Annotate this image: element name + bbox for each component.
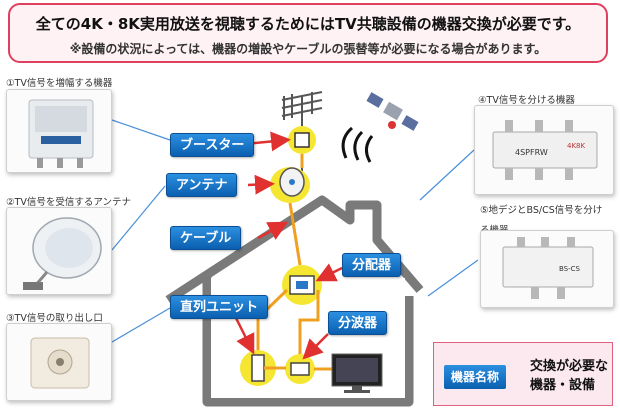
booster-photo [6,89,112,173]
legend-chip: 機器名称 [444,365,507,389]
caption-outlet: ③TV信号の取り出し口 [6,313,103,324]
antenna-highlight [270,167,310,203]
label-series-unit: 直列ユニット [170,295,269,319]
caption-booster: ①TV信号を増幅する機器 [6,78,113,89]
splitter-brand-text: 4K8K [567,142,585,150]
diplexer-highlight [285,354,315,384]
label-splitter: 分配器 [342,253,402,277]
diplexer-model-text: BS-CS [559,265,581,273]
caption-antenna: ②TV信号を受信するアンテナ [6,197,131,208]
label-diplexer: 分波器 [328,311,388,335]
outlet-photo [6,323,112,401]
splitter-model-text: 4SPFRW [515,148,548,157]
legend: 機器名称 交換が必要な 機器・設備 [433,342,613,406]
label-booster: ブースター [170,133,255,157]
series-unit-highlight [240,350,276,386]
banner-title: 全ての4K・8K実用放送を視聴するためにはTV共聴設備の機器交換が必要です。 [35,15,581,33]
splitter-photo: 4SPFRW 4K8K [474,105,614,195]
label-antenna: アンテナ [166,173,238,197]
legend-text-line1: 交換が必要な [530,359,609,374]
booster-highlight [288,126,316,154]
tv-icon [331,353,383,393]
legend-text-line2: 機器・設備 [530,378,596,393]
callout-lines [111,119,479,343]
caption-splitter: ④TV信号を分ける機器 [478,95,575,106]
cable-routing [256,154,332,371]
legend-text: 交換が必要な 機器・設備 [530,357,608,395]
header-banner: 全ての4K・8K実用放送を視聴するためにはTV共聴設備の機器交換が必要です。 ※… [8,3,608,63]
banner-note: ※設備の状況によっては、機器の増設やケーブルの張替等が必要になる場合があります。 [69,42,547,56]
label-cable: ケーブル [170,226,242,250]
splitter-highlight [282,265,322,305]
signal-waves-icon [341,126,374,163]
satellite-icon [366,92,419,131]
diplexer-photo: BS-CS [480,230,614,308]
antenna-photo [6,207,112,295]
